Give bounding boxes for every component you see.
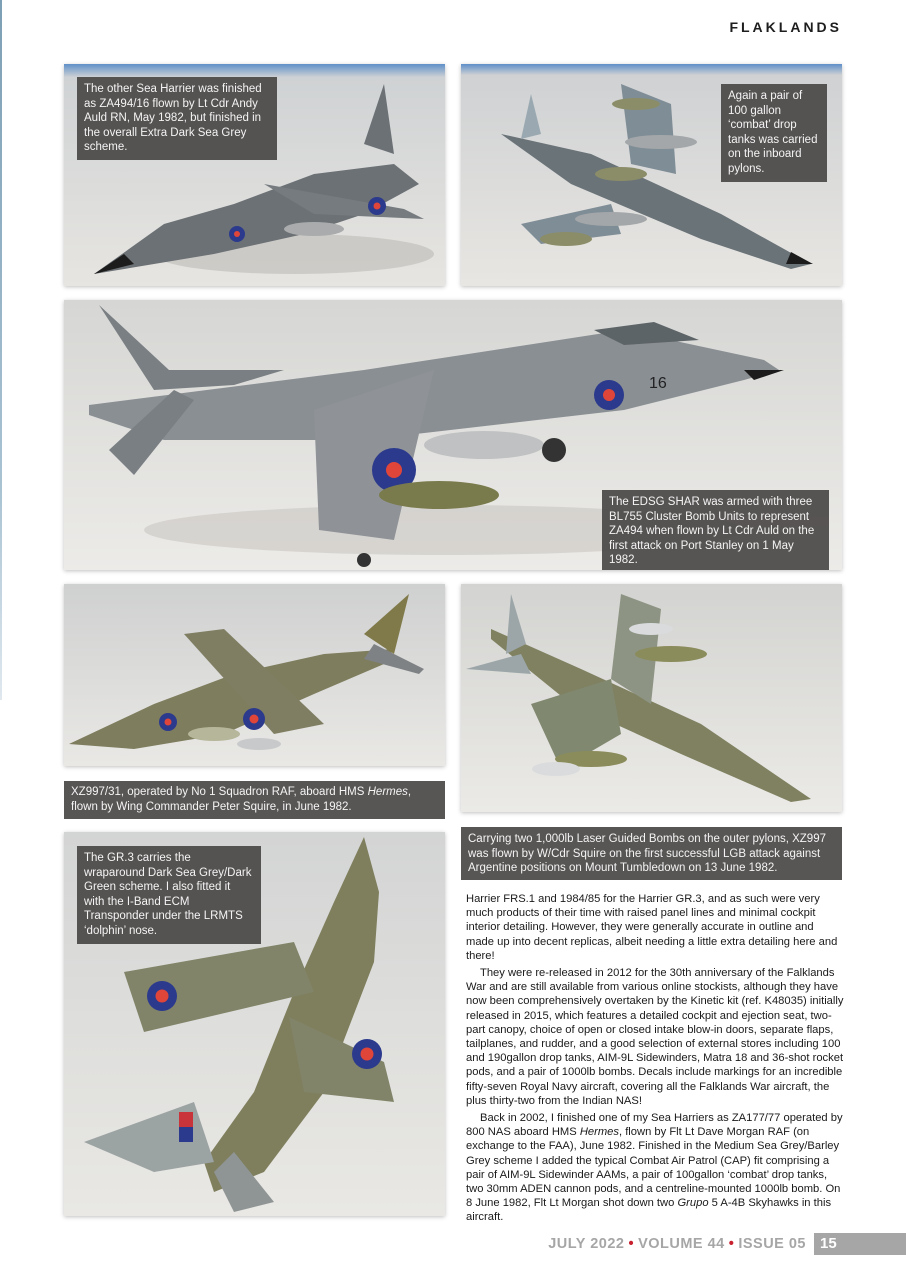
photo-sea-harrier-side: 16 The EDSG SHAR was armed with three BL… (64, 300, 842, 570)
photo-caption: The GR.3 carries the wraparound Dark Sea… (77, 846, 261, 944)
article-paragraph: Back in 2002, I finished one of my Sea H… (466, 1112, 843, 1224)
photo-caption-gr3-underside: Carrying two 1,000lb Laser Guided Bombs … (461, 827, 842, 880)
harrier-image (64, 584, 445, 766)
page-folio: JULY 2022•VOLUME 44•ISSUE 05 15 (548, 1233, 906, 1255)
page-number: 15 (814, 1233, 906, 1255)
photo-caption: The other Sea Harrier was finished as ZA… (77, 77, 277, 160)
photo-caption-gr3-front: XZ997/31, operated by No 1 Squadron RAF,… (64, 781, 445, 819)
running-head: FLAKLANDS (729, 19, 842, 35)
page-edge-strip (0, 0, 2, 700)
article-paragraph: They were re-released in 2012 for the 30… (466, 967, 844, 1107)
photo-caption: Again a pair of 100 gallon ‘combat’ drop… (721, 84, 827, 182)
article-paragraph: Harrier FRS.1 and 1984/85 for the Harrie… (466, 893, 838, 962)
photo-sea-harrier-front: The other Sea Harrier was finished as ZA… (64, 64, 445, 286)
photo-gr3-underside (461, 584, 842, 812)
separator-dot: • (628, 1236, 635, 1252)
article-body: Harrier FRS.1 and 1984/85 for the Harrie… (466, 892, 844, 1225)
nose-code: 16 (649, 375, 667, 392)
photo-caption: The EDSG SHAR was armed with three BL755… (602, 490, 829, 570)
photo-gr3-front (64, 584, 445, 766)
separator-dot: • (728, 1236, 735, 1252)
photo-gr3-top: The GR.3 carries the wraparound Dark Sea… (64, 832, 445, 1216)
photo-sea-harrier-underside: Again a pair of 100 gallon ‘combat’ drop… (461, 64, 842, 286)
harrier-image (461, 584, 842, 812)
issue-info: JULY 2022•VOLUME 44•ISSUE 05 (548, 1236, 806, 1252)
